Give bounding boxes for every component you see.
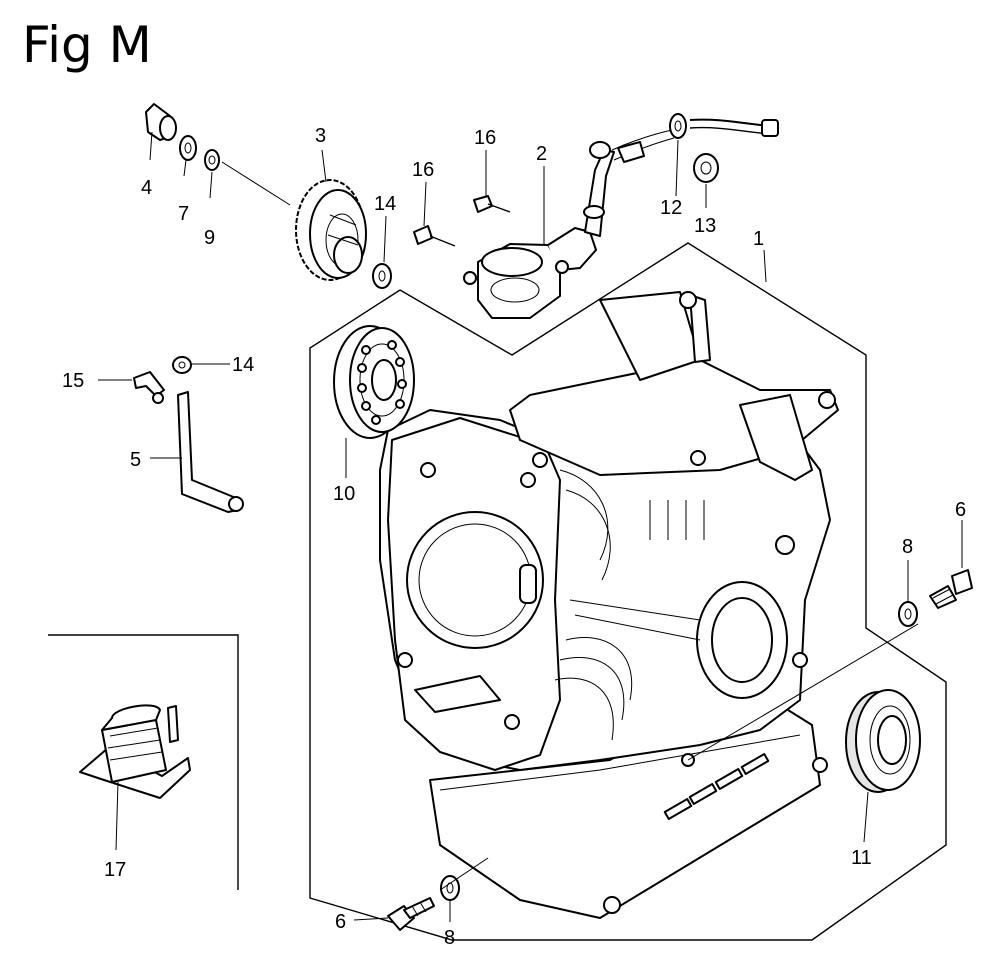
callout-2: 2 bbox=[536, 143, 547, 165]
lever-arm-icon bbox=[177, 391, 244, 513]
callout-6-right: 6 bbox=[955, 499, 966, 521]
figure-title: Fig M bbox=[22, 16, 152, 74]
callout-14-left: 14 bbox=[232, 354, 254, 376]
callout-6-bottom: 6 bbox=[335, 911, 346, 933]
flange-bolt-icon-bottom bbox=[387, 897, 435, 931]
callout-9: 9 bbox=[204, 227, 215, 249]
crankcase-group-outline bbox=[309, 242, 947, 941]
ball-bearing-icon bbox=[333, 325, 415, 439]
callout-12: 12 bbox=[660, 197, 682, 219]
bolt-icon bbox=[413, 195, 511, 247]
callout-16-top: 16 bbox=[474, 127, 496, 149]
callout-3: 3 bbox=[315, 125, 326, 147]
engine-mount-icon bbox=[79, 704, 191, 799]
washer-icon-12 bbox=[669, 113, 687, 139]
callout-17: 17 bbox=[104, 859, 126, 881]
cap-icon bbox=[145, 103, 177, 141]
leader-lines bbox=[98, 131, 963, 922]
callout-11: 11 bbox=[851, 847, 872, 869]
callout-8-bottom: 8 bbox=[444, 927, 455, 949]
callout-1: 1 bbox=[753, 228, 764, 250]
washer-icon-14 bbox=[172, 263, 392, 374]
callout-10: 10 bbox=[333, 483, 355, 505]
washer-icon-8 bbox=[898, 601, 918, 627]
inset-frame bbox=[48, 634, 239, 890]
callout-15: 15 bbox=[62, 370, 84, 392]
oil-pump-icon bbox=[463, 118, 779, 319]
callout-7: 7 bbox=[178, 203, 189, 225]
callout-labels: 1 2 3 4 5 6 6 7 8 8 9 10 11 12 13 14 14 … bbox=[62, 125, 966, 949]
nut-icon bbox=[693, 153, 719, 183]
callout-14-top: 14 bbox=[374, 193, 396, 215]
callout-16-left: 16 bbox=[412, 159, 434, 181]
flange-bolt-icon bbox=[929, 569, 973, 609]
governor-gear-icon bbox=[295, 179, 367, 281]
callout-8-right: 8 bbox=[902, 536, 913, 558]
callout-5: 5 bbox=[130, 449, 141, 471]
pin-icon bbox=[133, 371, 165, 404]
callout-4: 4 bbox=[141, 177, 152, 199]
washer-icon-7 bbox=[179, 135, 197, 161]
callout-13: 13 bbox=[694, 215, 716, 237]
crankcase-icon bbox=[379, 291, 839, 919]
oil-seal-icon bbox=[845, 689, 921, 793]
clip-icon bbox=[204, 149, 220, 171]
